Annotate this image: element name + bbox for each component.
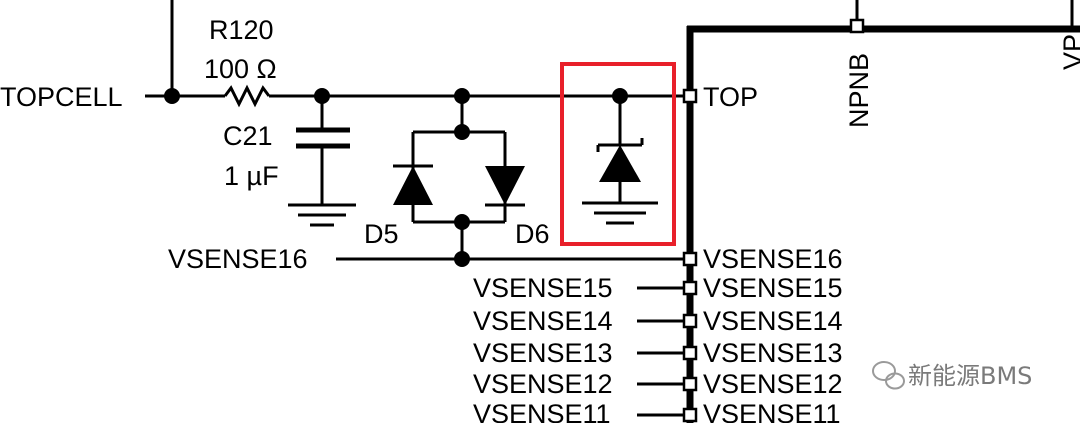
net-label-vsense15: VSENSE15 xyxy=(473,273,613,303)
pin-label-vsense12: VSENSE12 xyxy=(703,369,843,399)
resistor-value: 100 Ω xyxy=(204,54,277,84)
resistor-r120 xyxy=(223,84,271,108)
vsense-wires xyxy=(336,251,698,423)
topcell-net xyxy=(145,0,685,108)
pin-label-cut: VP xyxy=(1058,34,1080,70)
net-label-vsense14: VSENSE14 xyxy=(473,306,613,336)
pin-label-vsense15: VSENSE15 xyxy=(703,273,843,303)
pin-npnb xyxy=(849,18,865,34)
watermark: 新能源BMS xyxy=(872,361,1032,390)
pin-label-npnb: NPNB xyxy=(844,53,874,128)
diode-label-d6: D6 xyxy=(515,219,550,249)
pin-label-vsense16: VSENSE16 xyxy=(703,244,843,274)
pin-label-vsense14: VSENSE14 xyxy=(703,306,843,336)
net-label-vsense12: VSENSE12 xyxy=(473,369,613,399)
pin-label-top: TOP xyxy=(703,82,758,112)
resistor-name: R120 xyxy=(209,15,274,45)
net-label-topcell: TOPCELL xyxy=(0,82,123,112)
pin-label-vsense13: VSENSE13 xyxy=(703,338,843,368)
capacitor-value: 1 µF xyxy=(224,161,279,191)
zener-diode xyxy=(582,96,658,225)
diode-pair-d5-d6 xyxy=(393,96,525,259)
net-label-vsense13: VSENSE13 xyxy=(473,338,613,368)
net-label-vsense11: VSENSE11 xyxy=(473,399,611,423)
diode-d5 xyxy=(393,166,433,205)
diode-d6 xyxy=(485,166,525,205)
wechat-icon xyxy=(872,361,905,390)
pin-top xyxy=(682,88,698,104)
net-label-vsense16: VSENSE16 xyxy=(168,244,308,274)
pin-label-vsense11: VSENSE11 xyxy=(703,399,841,423)
capacitor-c21 xyxy=(288,96,356,227)
watermark-text: 新能源BMS xyxy=(908,362,1032,390)
diode-label-d5: D5 xyxy=(364,219,399,249)
capacitor-name: C21 xyxy=(223,121,273,151)
highlight-box xyxy=(560,62,676,246)
junction-dot xyxy=(164,88,180,104)
